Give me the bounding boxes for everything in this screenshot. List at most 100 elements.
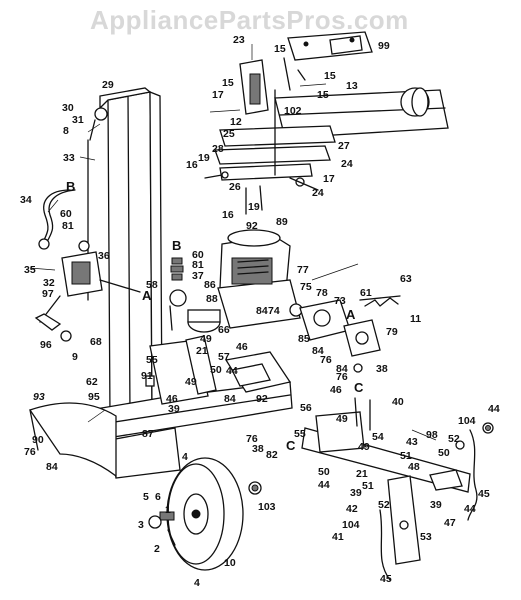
callout-21: 21 [356,468,368,480]
callout-23: 23 [233,34,245,46]
callout-74: 74 [268,305,280,317]
callout-77: 77 [297,264,309,276]
callout-15: 15 [317,89,329,101]
callout-9: 9 [72,351,78,363]
callout-42: 42 [346,503,358,515]
callout-46: 46 [166,393,178,405]
callout-93: 93 [33,391,45,403]
callout-13: 13 [346,80,358,92]
callout-60: 60 [192,249,204,261]
callout-labels: 23 15 99 15 13 15 17 15 102 12 25 27 28 … [20,34,500,589]
callout-32: 32 [43,277,55,289]
callout-15: 15 [324,70,336,82]
callout-96: 96 [40,339,52,351]
callout-27: 27 [338,140,350,152]
engine [217,229,303,329]
callout-62: 62 [86,376,98,388]
callout-16: 16 [222,209,234,221]
callout-50: 50 [318,466,330,478]
callout-53: 53 [420,531,432,543]
callout-2: 2 [154,543,160,555]
callout-92: 92 [256,393,268,405]
callout-43: 43 [406,436,418,448]
callout-35: 35 [24,264,36,276]
callout-19: 19 [248,201,260,213]
callout-39: 39 [168,403,180,415]
callout-8: 8 [63,125,69,137]
callout-38: 38 [252,443,264,455]
callout-87: 87 [142,428,154,440]
callout-104: 104 [458,415,476,427]
callout-46: 46 [330,384,342,396]
callout-38: 38 [376,363,388,375]
callout-1: 1 [165,504,171,516]
callout-47: 47 [444,517,456,529]
callout-75: 75 [300,281,312,293]
callout-54: 54 [372,431,384,443]
callout-78: 78 [316,287,328,299]
callout-84: 84 [336,363,348,375]
callout-39: 39 [430,499,442,511]
callout-102: 102 [284,105,302,117]
callout-44: 44 [226,365,238,377]
callout-44: 44 [318,479,330,491]
hose-letter-c: C [354,380,364,395]
callout-29: 29 [102,79,114,91]
wheel-assembly [148,457,262,571]
hose-letter-b: B [66,179,75,194]
callout-11: 11 [410,313,421,325]
callout-76: 76 [336,371,348,383]
callout-5: 5 [143,491,149,503]
callout-49: 49 [336,413,348,425]
callout-84: 84 [256,305,268,317]
callout-60: 60 [60,208,72,220]
callout-82: 82 [266,449,278,461]
main-frame [28,257,293,479]
callout-81: 81 [62,220,74,232]
callout-45: 45 [478,488,490,500]
callout-24: 24 [312,187,324,199]
callout-16: 16 [186,159,198,171]
callout-95: 95 [88,391,100,403]
callout-52: 52 [378,499,390,511]
callout-66: 66 [218,324,230,336]
callout-26: 26 [229,181,241,193]
hose-letter-a: A [346,307,356,322]
callout-4: 4 [194,577,200,589]
callout-33: 33 [63,152,75,164]
hydraulic-pump [299,295,401,373]
callout-91: 91 [141,370,153,382]
callout-50: 50 [210,364,222,376]
callout-76: 76 [246,433,258,445]
callout-21: 21 [196,345,208,357]
log-splitter-tower [87,87,163,419]
callout-63: 63 [400,273,412,285]
callout-17: 17 [212,89,224,101]
callout-15: 15 [222,77,234,89]
callout-86: 86 [204,279,216,291]
callout-84: 84 [46,461,58,473]
callout-31: 31 [72,114,84,126]
callout-73: 73 [334,295,346,307]
leader-lines [29,44,437,441]
callout-28: 28 [212,143,224,155]
callout-17: 17 [323,173,335,185]
callout-61: 61 [360,287,372,299]
callout-34: 34 [20,194,32,206]
callout-15: 15 [274,43,286,55]
callout-85: 85 [298,333,310,345]
callout-58: 58 [146,279,158,291]
callout-12: 12 [230,116,242,128]
callout-44: 44 [488,403,500,415]
hose-letter-c: C [286,438,296,453]
callout-36: 36 [98,250,110,262]
callout-81: 81 [192,259,204,271]
watermark-text: AppliancePartsPros.com [90,5,409,35]
callout-55: 55 [294,428,306,440]
callout-90: 90 [32,434,44,446]
callout-39: 39 [350,487,362,499]
wedge-beam-assembly [204,31,449,215]
callout-24: 24 [341,158,353,170]
tow-tongue [301,397,494,581]
callout-3: 3 [138,519,144,531]
